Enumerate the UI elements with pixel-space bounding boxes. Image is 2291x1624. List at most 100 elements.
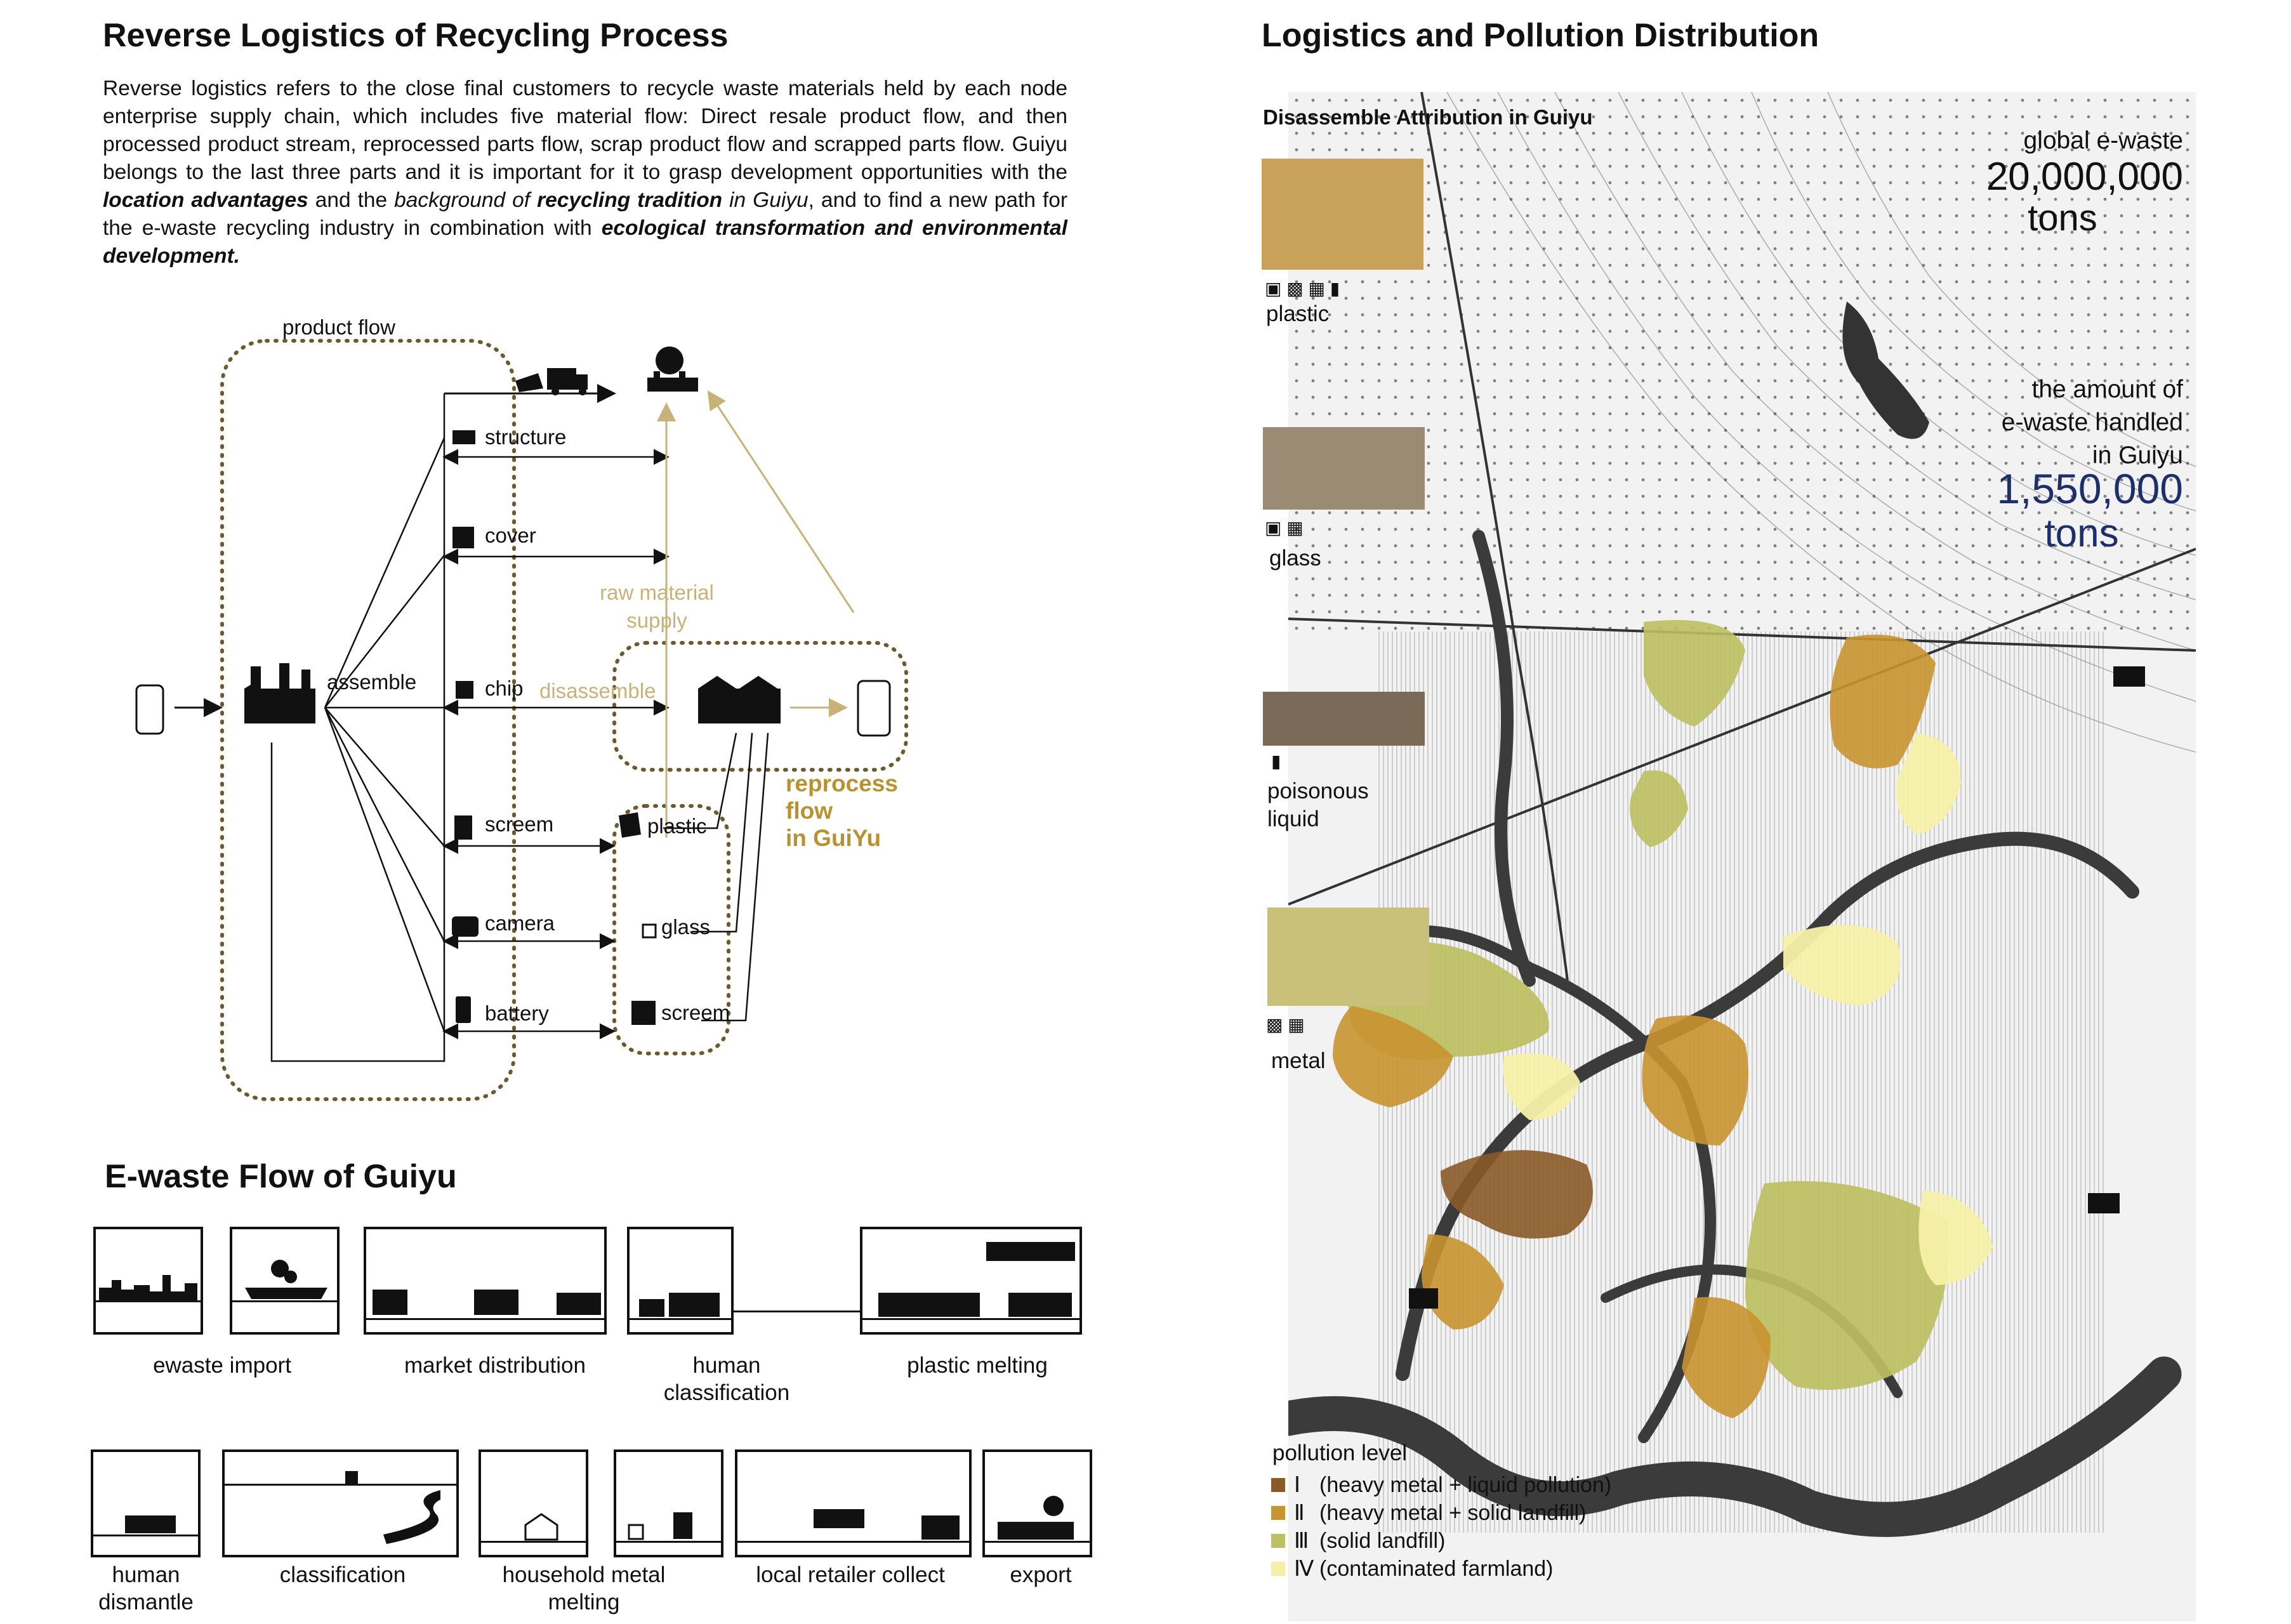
category-metal: metal bbox=[1271, 1048, 1326, 1073]
step-image-ewaste-import-ship bbox=[230, 1227, 340, 1335]
intro-text-1: Reverse logistics refers to the close fi… bbox=[103, 77, 1067, 184]
ground-line bbox=[734, 1310, 861, 1312]
right-title: Logistics and Pollution Distribution bbox=[1262, 17, 1819, 54]
component-screem: screem bbox=[485, 812, 554, 836]
guiyu-label-line: in Guiyu bbox=[2092, 442, 2183, 469]
component-camera: camera bbox=[485, 911, 555, 935]
raw-material-line: raw material bbox=[600, 581, 714, 604]
reprocess-line: reprocess bbox=[786, 770, 898, 796]
photo-plastic bbox=[1262, 159, 1423, 270]
cover-icon bbox=[452, 527, 474, 548]
step-label: local retailer collect bbox=[756, 1562, 945, 1587]
legend-text: (contaminated farmland) bbox=[1319, 1557, 1554, 1581]
guiyu-amount-value: 1,550,000 bbox=[1997, 465, 2183, 512]
plastic-icon bbox=[619, 812, 641, 838]
component-structure: structure bbox=[485, 425, 567, 449]
material-plastic: plastic bbox=[647, 814, 707, 838]
structure-icon bbox=[452, 430, 475, 444]
legend-item: Ⅲ (solid landfill) bbox=[1271, 1527, 1611, 1555]
pollution-map bbox=[1288, 92, 2196, 1621]
step-image-plastic-melting bbox=[860, 1227, 1082, 1335]
component-battery: battery bbox=[485, 1001, 549, 1025]
product-flow-boundary bbox=[220, 339, 516, 1101]
liquid-icon: ▮ bbox=[1271, 751, 1281, 771]
disassemble-label: disassemble bbox=[539, 679, 656, 703]
step-image-household-metal-melting bbox=[479, 1449, 588, 1557]
photo-metal bbox=[1267, 908, 1429, 1006]
phone-icon bbox=[857, 680, 891, 737]
legend-numeral: Ⅳ bbox=[1294, 1557, 1314, 1581]
raw-material-label: raw material supply bbox=[593, 579, 720, 635]
truck-icon bbox=[515, 368, 588, 395]
legend-swatch bbox=[1271, 1562, 1285, 1576]
legend-item: Ⅳ (contaminated farmland) bbox=[1271, 1555, 1611, 1583]
legend-item: Ⅱ (heavy metal + solid landfill) bbox=[1271, 1499, 1611, 1527]
intro-italic-1: background of bbox=[394, 188, 538, 212]
intro-paragraph: Reverse logistics refers to the close fi… bbox=[103, 75, 1067, 270]
factory-icon bbox=[244, 663, 315, 723]
legend-text: (heavy metal + solid landfill) bbox=[1319, 1501, 1587, 1525]
component-cover: cover bbox=[485, 524, 536, 547]
component-chip: chip bbox=[485, 677, 524, 700]
step-label: human classification bbox=[663, 1353, 790, 1405]
intro-text-2: and the bbox=[308, 188, 395, 212]
step-image-export bbox=[982, 1449, 1092, 1557]
material-boundary bbox=[612, 804, 730, 1055]
step-label: household metal melting bbox=[502, 1562, 666, 1614]
step-image-human-dismantle bbox=[91, 1449, 201, 1557]
intro-emph-2: recycling tradition bbox=[537, 188, 723, 212]
legend-item: Ⅰ (heavy metal + liquid pollution) bbox=[1271, 1471, 1611, 1499]
money-bag-icon bbox=[647, 347, 698, 392]
raw-material-line: supply bbox=[626, 609, 687, 632]
step-image-metal-sorting bbox=[614, 1449, 723, 1557]
step-label: ewaste import bbox=[153, 1353, 291, 1378]
step-label: plastic melting bbox=[907, 1353, 1048, 1378]
step-image-ewaste-import bbox=[93, 1227, 203, 1335]
category-glass: glass bbox=[1269, 546, 1321, 571]
legend-swatch bbox=[1271, 1478, 1285, 1492]
intro-emph-3: ecological transformation and environmen… bbox=[103, 216, 1067, 268]
pollution-zones bbox=[1333, 620, 1993, 1418]
legend-swatch bbox=[1271, 1506, 1285, 1520]
step-image-human-classification bbox=[627, 1227, 734, 1335]
step-image-market-distribution bbox=[364, 1227, 607, 1335]
ewaste-flow-title: E-waste Flow of Guiyu bbox=[105, 1158, 457, 1195]
chip-icon bbox=[456, 681, 473, 699]
pollution-legend: Ⅰ (heavy metal + liquid pollution) Ⅱ (he… bbox=[1271, 1471, 1611, 1583]
map-title: Disassemble Attribution in Guiyu bbox=[1263, 105, 1593, 129]
photo-glass bbox=[1263, 427, 1425, 510]
legend-numeral: Ⅱ bbox=[1294, 1501, 1305, 1525]
step-label: export bbox=[1010, 1562, 1072, 1587]
screen-icon bbox=[631, 1001, 656, 1025]
legend-numeral: Ⅰ bbox=[1294, 1473, 1301, 1497]
glass-icon bbox=[642, 923, 657, 939]
camera-icon bbox=[452, 916, 479, 937]
metal-icons: ▩ ▦ bbox=[1266, 1015, 1305, 1034]
glass-icons: ▣ ▦ bbox=[1265, 518, 1304, 538]
material-screem: screem bbox=[661, 1001, 730, 1024]
product-flow-label: product flow bbox=[282, 315, 395, 339]
flow-diagram bbox=[135, 339, 908, 1101]
category-poisonous-liquid: poisonous liquid bbox=[1267, 779, 1369, 831]
reprocess-line: in GuiYu bbox=[786, 825, 881, 851]
legend-text: (solid landfill) bbox=[1319, 1529, 1446, 1553]
assemble-label: assemble bbox=[327, 670, 417, 694]
legend-title: pollution level bbox=[1272, 1441, 1408, 1465]
battery-icon bbox=[456, 996, 471, 1023]
intro-italic-2: in Guiyu bbox=[722, 188, 809, 212]
global-ewaste-label: global e-waste bbox=[2023, 127, 2183, 154]
material-glass: glass bbox=[661, 915, 711, 939]
intro-emph-1: location advantages bbox=[103, 188, 308, 212]
guiyu-label-line: e-waste handled bbox=[2001, 409, 2183, 436]
phone-icon bbox=[135, 684, 164, 735]
reprocess-label: reprocess flow in GuiYu bbox=[786, 770, 898, 852]
step-image-local-retailer-collect bbox=[735, 1449, 972, 1557]
step-label: market distribution bbox=[404, 1353, 586, 1378]
reprocess-line: flow bbox=[786, 798, 833, 824]
legend-text: (heavy metal + liquid pollution) bbox=[1319, 1473, 1612, 1497]
global-ewaste-value: 20,000,000 bbox=[1986, 155, 2183, 199]
workshop-icon bbox=[698, 676, 781, 723]
global-ewaste-unit: tons bbox=[2028, 197, 2097, 239]
guiyu-amount-label: the amount of e-waste handled in Guiyu bbox=[1955, 373, 2183, 472]
step-label: classification bbox=[279, 1562, 406, 1587]
